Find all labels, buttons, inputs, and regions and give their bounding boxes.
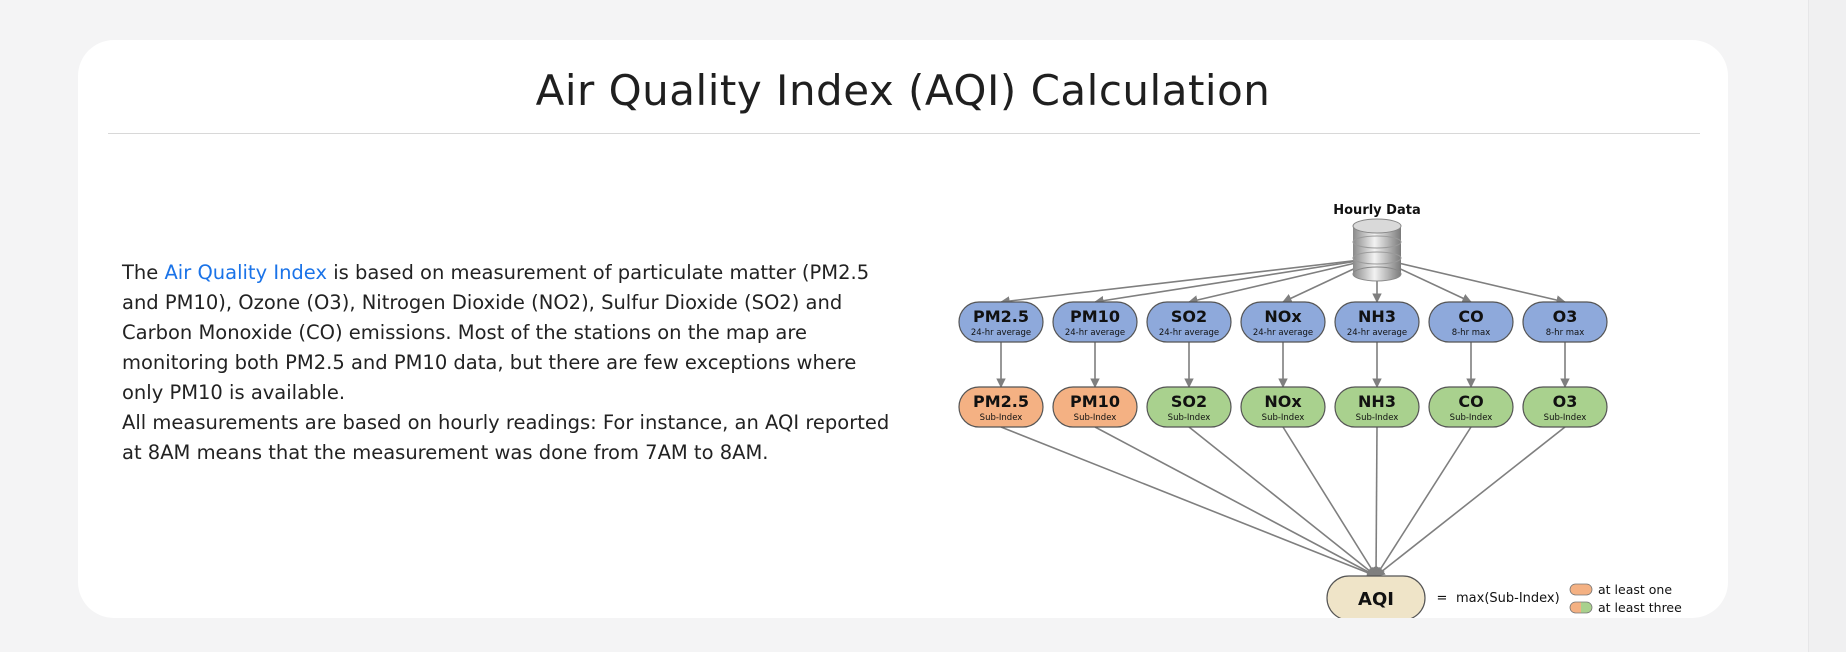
intro-text-end: is based on measurement of particulate m… <box>122 261 870 404</box>
pollutant-name: O3 <box>1553 307 1578 326</box>
page-scrollbar[interactable] <box>1808 0 1846 652</box>
subindex-name: PM2.5 <box>973 392 1029 411</box>
equals-sign: = <box>1437 591 1448 606</box>
pollutant-average: 24-hr average <box>971 328 1031 338</box>
pollutant-name: PM10 <box>1070 307 1120 326</box>
subindex-name: CO <box>1458 392 1483 411</box>
subindex-name: O3 <box>1553 392 1578 411</box>
pollutant-average: 24-hr average <box>1253 328 1313 338</box>
subindex-label: Sub-Index <box>1356 413 1399 423</box>
legend-at-least-one: at least one <box>1598 582 1672 597</box>
subindex-name: SO2 <box>1171 392 1207 411</box>
connector-source-so2 <box>1188 257 1378 305</box>
connector-aqi-nox <box>1282 426 1377 577</box>
subindex-name: NH3 <box>1358 392 1396 411</box>
subindex-node-co: CO Sub-Index <box>1428 386 1514 428</box>
connector-aqi-nh3 <box>1371 426 1381 577</box>
air-quality-index-link[interactable]: Air Quality Index <box>164 261 328 284</box>
pollutant-average: 8-hr max <box>1452 328 1491 338</box>
description-paragraph-1: The Air Quality Index is based on measur… <box>122 258 902 408</box>
subindex-label: Sub-Index <box>1450 413 1493 423</box>
pollutant-name: SO2 <box>1171 307 1207 326</box>
legend-swatch-orange <box>1569 583 1593 596</box>
pollutant-average: 24-hr average <box>1347 328 1407 338</box>
legend-swatch-split <box>1569 601 1593 614</box>
pollutant-name: NOx <box>1264 307 1302 326</box>
connector-aqi-co <box>1375 426 1472 577</box>
subindex-label: Sub-Index <box>1074 413 1117 423</box>
aqi-formula: max(Sub-Index) <box>1456 591 1560 606</box>
page-title: Air Quality Index (AQI) Calculation <box>535 66 1271 115</box>
pollutant-node-pm10: PM10 24-hr average <box>1052 301 1138 343</box>
subindex-label: Sub-Index <box>1168 413 1211 423</box>
aqi-card: Air Quality Index (AQI) Calculation The … <box>78 40 1728 618</box>
legend-at-least-three: at least three <box>1598 600 1682 615</box>
pollutant-name: NH3 <box>1358 307 1396 326</box>
aqi-flow-diagram: Hourly Data PM2.524-hr averagePM2.5Sub-I… <box>958 203 1682 618</box>
pollutant-node-pm25: PM2.5 24-hr average <box>958 301 1044 343</box>
pollutant-node-nox: NOx 24-hr average <box>1240 301 1326 343</box>
subindex-label: Sub-Index <box>1262 413 1305 423</box>
aqi-node: AQI <box>1326 575 1426 618</box>
connector-source-pm25 <box>1000 257 1378 306</box>
title-divider <box>108 133 1700 134</box>
pollutant-average: 8-hr max <box>1546 328 1585 338</box>
connector-source-o3 <box>1376 257 1566 305</box>
connector-aqi-pm10 <box>1094 426 1377 577</box>
pollutant-average: 24-hr average <box>1065 328 1125 338</box>
pollutant-name: CO <box>1458 307 1483 326</box>
description-paragraph-2: All measurements are based on hourly rea… <box>122 411 890 464</box>
subindex-name: PM10 <box>1070 392 1120 411</box>
legend: at least one at least three <box>1569 582 1682 615</box>
pollutant-node-so2: SO2 24-hr average <box>1146 301 1232 343</box>
database-icon <box>1352 218 1402 282</box>
pollutant-name: PM2.5 <box>973 307 1029 326</box>
connector-aqi-so2 <box>1188 426 1377 577</box>
subindex-label: Sub-Index <box>980 413 1023 423</box>
pollutant-average: 24-hr average <box>1159 328 1219 338</box>
hourly-data-label: Hourly Data <box>1333 203 1420 218</box>
connector-source-pm10 <box>1094 257 1378 306</box>
aqi-label: AQI <box>1358 589 1394 610</box>
subindex-name: NOx <box>1264 392 1302 411</box>
pollutant-node-co: CO 8-hr max <box>1428 301 1514 343</box>
pollutant-node-nh3: NH3 24-hr average <box>1334 301 1420 343</box>
connector-aqi-pm25 <box>1000 426 1377 578</box>
subindex-label: Sub-Index <box>1544 413 1587 423</box>
connector-aqi-o3 <box>1375 426 1566 577</box>
intro-text-start: The <box>122 261 165 284</box>
pollutant-node-o3: O3 8-hr max <box>1522 301 1608 343</box>
aqi-description: The Air Quality Index is based on measur… <box>122 258 902 468</box>
